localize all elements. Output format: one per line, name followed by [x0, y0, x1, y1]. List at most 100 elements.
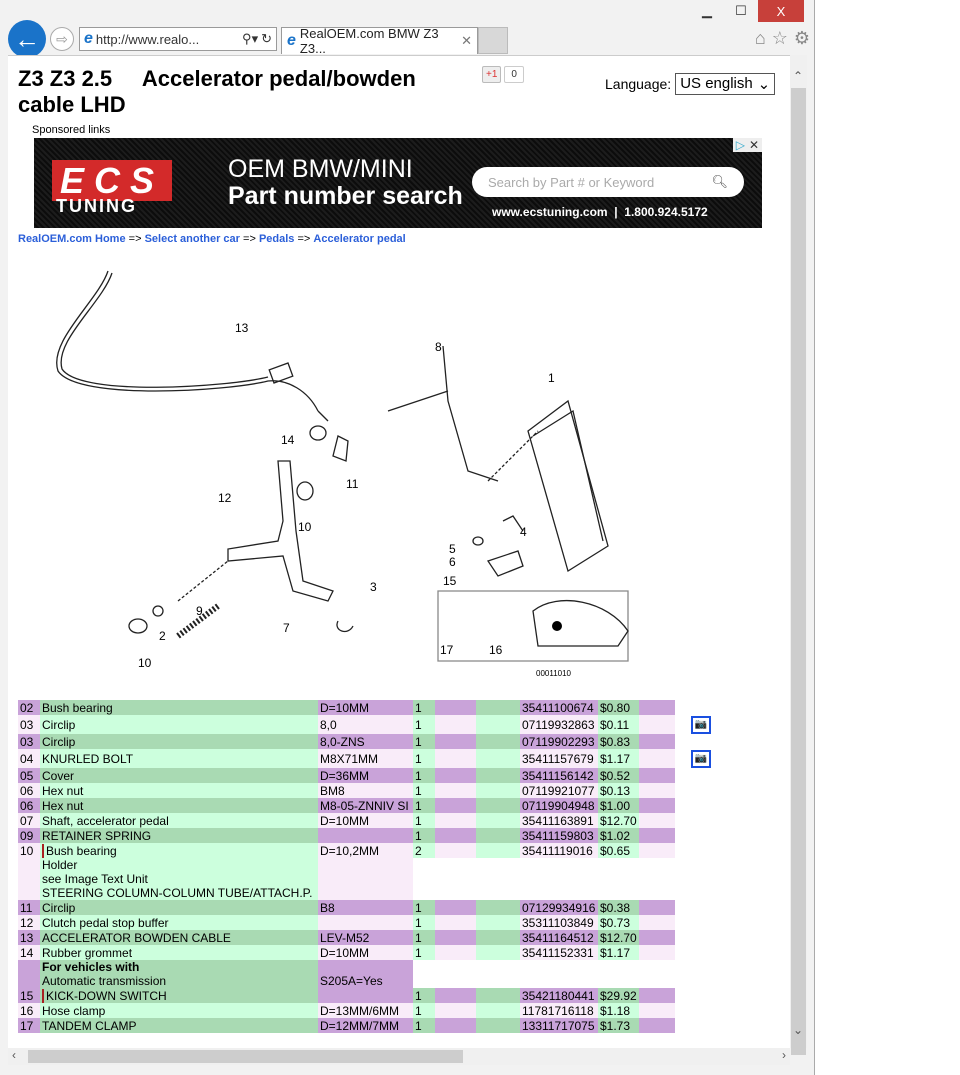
scroll-down-icon[interactable]: ⌄ [793, 1023, 804, 1037]
quantity: 1 [413, 945, 435, 960]
browser-tab[interactable]: e RealOEM.com BMW Z3 Z3... ✕ [281, 26, 478, 56]
settings-gear-icon[interactable]: ⚙ [793, 28, 810, 48]
maximize-button[interactable]: ☐ [735, 3, 747, 18]
empty-cell [638, 813, 675, 828]
vertical-scrollbar[interactable]: ⌃⌄ [790, 55, 807, 1055]
empty-cell [435, 813, 476, 828]
page-title: Z3 Z3 2.5 Accelerator pedal/bowden cable… [18, 66, 422, 117]
photo-cell [674, 783, 713, 798]
forward-button[interactable]: ⇨ [50, 27, 74, 51]
favorites-star-icon[interactable]: ☆ [771, 28, 788, 48]
photo-cell [674, 915, 713, 930]
callout-15[interactable]: 15 [443, 574, 457, 588]
price: $0.52 [598, 768, 639, 783]
callout-8[interactable]: 8 [435, 340, 442, 354]
part-number: 35411159803 [520, 828, 598, 843]
scrollbar-thumb[interactable] [791, 88, 806, 1055]
callout-2[interactable]: 2 [159, 629, 166, 643]
ad-close-icon[interactable]: ✕ [748, 138, 759, 152]
empty-cell [476, 749, 520, 768]
callout-6[interactable]: 6 [449, 555, 456, 569]
callout-13[interactable]: 13 [235, 321, 249, 335]
callout-10b[interactable]: 10 [138, 656, 152, 670]
empty-cell [638, 1018, 675, 1033]
callout-4[interactable]: 4 [520, 525, 527, 539]
callout-9[interactable]: 9 [196, 604, 203, 618]
home-icon[interactable]: ⌂ [754, 28, 766, 48]
callout-12[interactable]: 12 [218, 491, 232, 505]
callout-1[interactable]: 1 [548, 371, 555, 385]
empty-cell [638, 734, 675, 749]
note-line: Automatic transmission [42, 974, 167, 988]
parts-diagram[interactable]: 1 2 3 4 5 6 7 8 9 10 10 11 12 13 14 15 1… [28, 261, 648, 681]
note-code: S205A=Yes [318, 960, 413, 988]
callout-11[interactable]: 11 [346, 477, 359, 491]
scrollbar-thumb[interactable] [28, 1050, 463, 1063]
new-tab-button[interactable] [478, 27, 508, 54]
chevron-down-icon: ⌄ [757, 76, 771, 93]
back-button[interactable]: ← [8, 20, 46, 58]
size: D=12MM/7MM [318, 1018, 413, 1033]
language-select[interactable]: US english⌄ [675, 73, 776, 95]
tab-close-icon[interactable]: ✕ [461, 33, 472, 48]
breadcrumb-accelerator[interactable]: Accelerator pedal [313, 233, 406, 245]
price: $12.70 [598, 930, 639, 945]
camera-icon[interactable]: 📷 [690, 749, 711, 768]
part-number: 11781716118 [520, 1003, 598, 1018]
google-plus-button[interactable]: +1 0 [482, 66, 524, 83]
scroll-left-icon[interactable]: ‹ [12, 1048, 16, 1062]
callout-16[interactable]: 16 [489, 643, 503, 657]
horizontal-scrollbar[interactable]: ‹› [8, 1048, 790, 1065]
price: $0.83 [598, 734, 639, 749]
size: M8-05-ZNNIV SI [318, 798, 413, 813]
callout-14[interactable]: 14 [281, 433, 295, 447]
camera-icon[interactable]: 📷 [690, 715, 711, 734]
address-bar[interactable]: e http://www.realo... ⚲▾ ↻ [79, 27, 277, 51]
ref-number: 06 [18, 783, 40, 798]
adchoices-icon[interactable]: ▷ [735, 138, 745, 152]
search-icon[interactable]: ⚲▾ [242, 31, 259, 46]
ref-number: 04 [18, 749, 40, 768]
callout-5[interactable]: 5 [449, 542, 456, 556]
scroll-up-icon[interactable]: ⌃ [793, 69, 804, 83]
scroll-right-icon[interactable]: › [782, 1048, 786, 1062]
empty-cell [638, 1003, 675, 1018]
callout-10[interactable]: 10 [298, 520, 312, 534]
callout-3[interactable]: 3 [370, 580, 377, 594]
breadcrumb-select-car[interactable]: Select another car [144, 233, 240, 245]
callout-17[interactable]: 17 [440, 643, 454, 657]
close-button[interactable]: X [758, 0, 804, 22]
gplus-label[interactable]: +1 [482, 66, 502, 83]
minimize-button[interactable]: ▁ [702, 3, 712, 18]
ref-number: 06 [18, 798, 40, 813]
refresh-icon[interactable]: ↻ [261, 31, 272, 46]
photo-cell [674, 798, 713, 813]
breadcrumb-pedals[interactable]: Pedals [258, 233, 295, 245]
breadcrumb-home[interactable]: RealOEM.com Home [18, 233, 126, 245]
description: KICK-DOWN SWITCH [40, 988, 318, 1003]
callout-7[interactable]: 7 [283, 621, 290, 635]
photo-cell [674, 734, 713, 749]
description: Clutch pedal stop buffer [40, 915, 318, 930]
ad-search-input[interactable]: Search by Part # or Keyword🔍︎ [472, 167, 744, 197]
part-number: 35411157679 [520, 749, 598, 768]
